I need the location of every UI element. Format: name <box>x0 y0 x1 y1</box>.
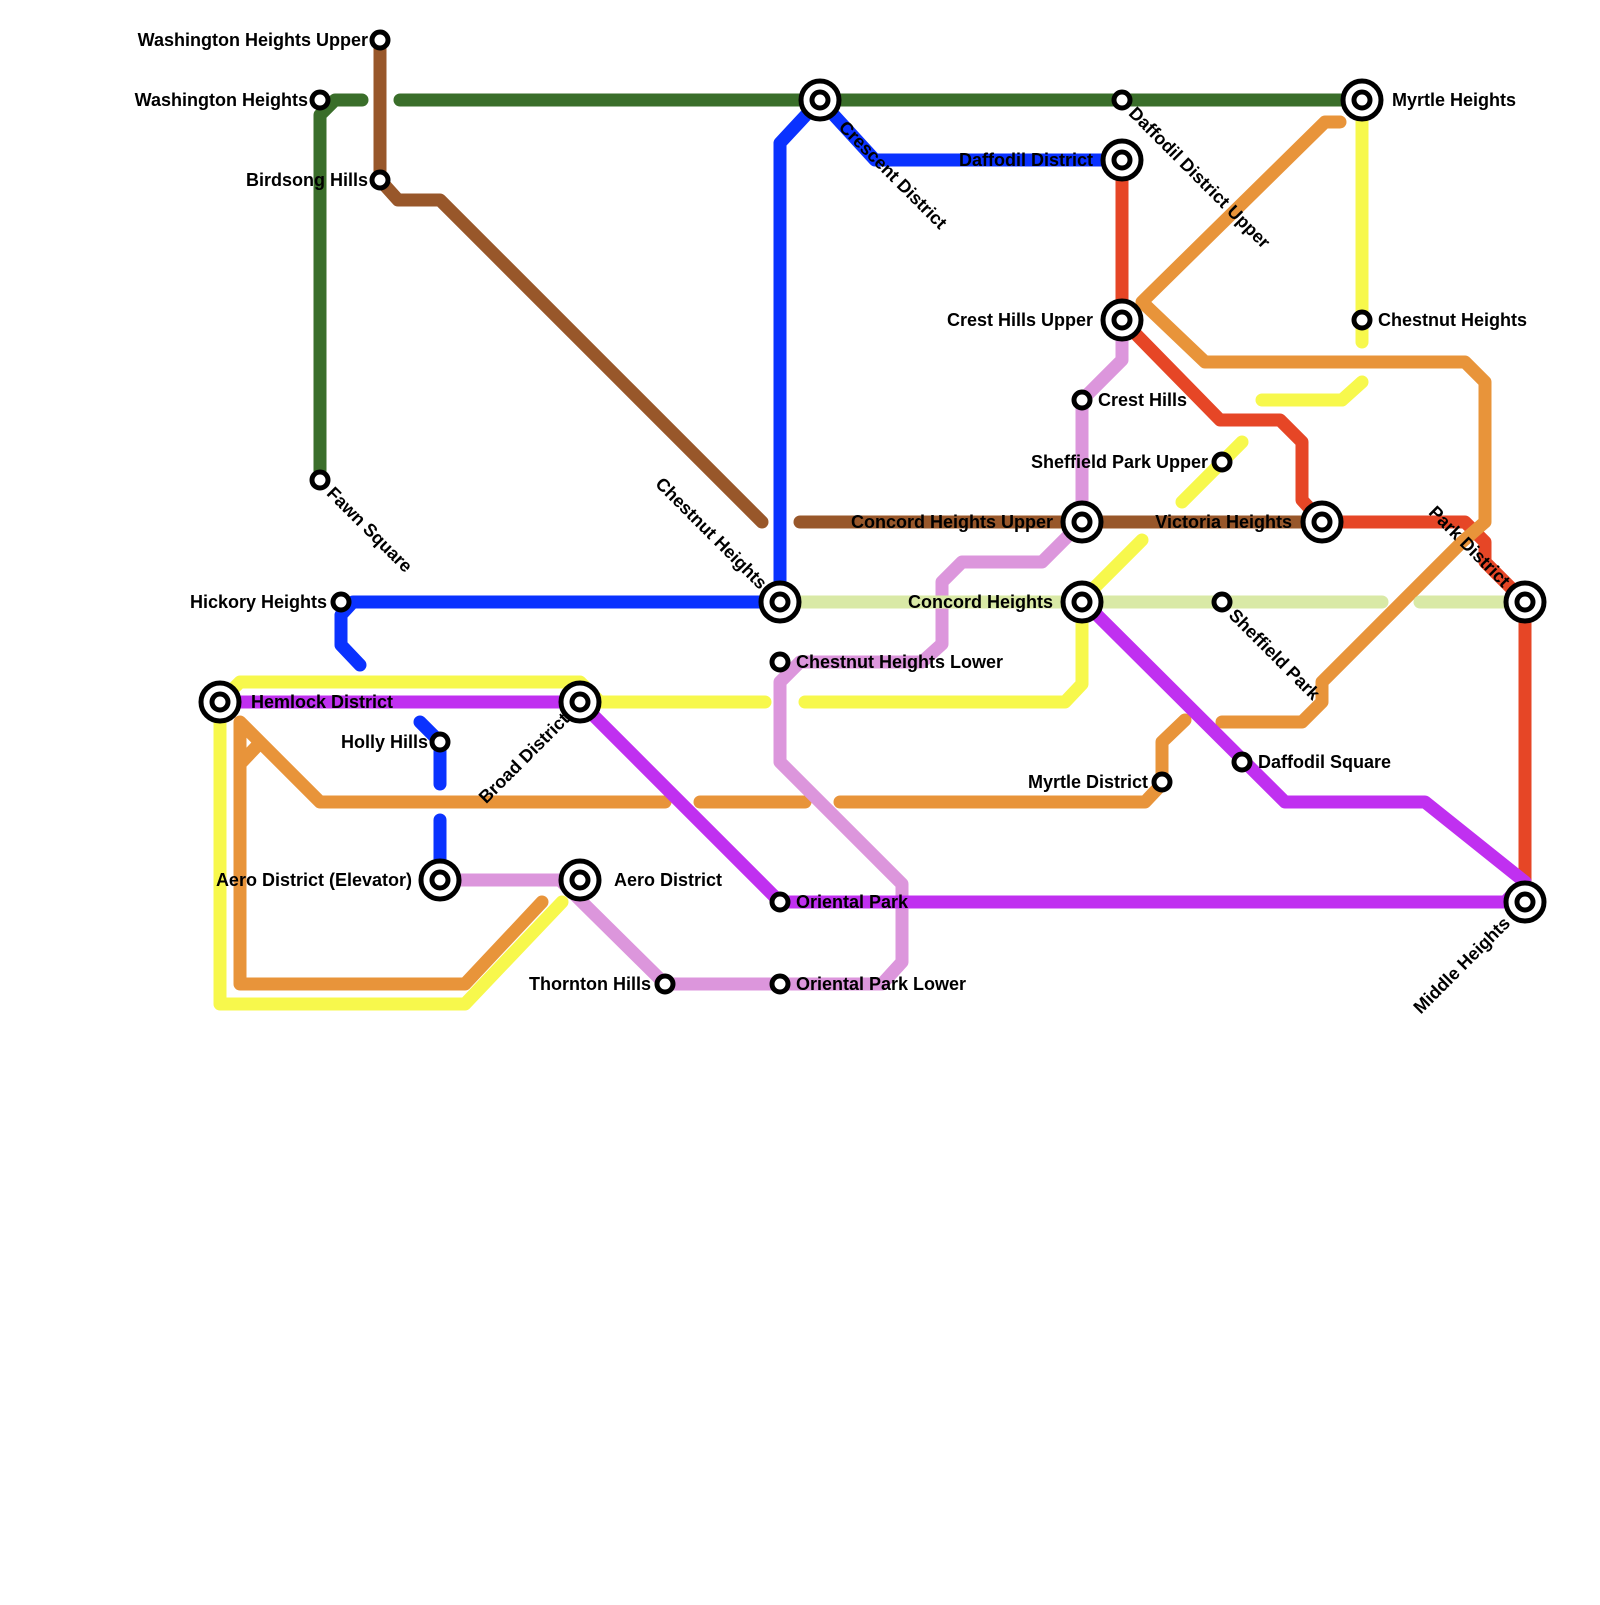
station-daffodil-district-upper[interactable] <box>1111 89 1133 111</box>
interchange-hemlock-district[interactable] <box>198 680 242 724</box>
line-pink <box>433 313 1129 991</box>
label-daffodil-district-upper: Daffodil District Upper <box>1125 103 1274 252</box>
interchange-victoria-heights[interactable] <box>1300 500 1344 544</box>
label-middle-heights: Middle Heights <box>1409 913 1514 1018</box>
label-myrtle-heights: Myrtle Heights <box>1392 90 1516 110</box>
label-chestnut-heights: Chestnut Heights <box>652 474 772 594</box>
station-myrtle-district[interactable] <box>1151 771 1173 793</box>
label-holly-hills: Holly Hills <box>341 732 428 752</box>
line-blue-main <box>334 93 1129 672</box>
label-hemlock-district: Hemlock District <box>251 692 393 712</box>
interchange-aero-district[interactable] <box>558 858 602 902</box>
interchange-concord-heights[interactable] <box>1060 580 1104 624</box>
line-brown <box>373 33 769 529</box>
label-sheffield-park-upper: Sheffield Park Upper <box>1031 452 1208 472</box>
station-oriental-park[interactable] <box>769 891 791 913</box>
station-chestnut-heights-east[interactable] <box>1351 309 1373 331</box>
station-fawn-square[interactable] <box>309 469 331 491</box>
station-washington-heights[interactable] <box>309 89 331 111</box>
interchange-aero-district-elevator[interactable] <box>418 858 462 902</box>
label-concord-heights-upper: Concord Heights Upper <box>851 512 1053 532</box>
station-chestnut-heights-lower[interactable] <box>769 651 791 673</box>
label-crest-hills: Crest Hills <box>1098 390 1187 410</box>
station-oriental-park-lower[interactable] <box>769 973 791 995</box>
line-yellow-north <box>1255 93 1369 407</box>
interchange-crest-hills-upper[interactable] <box>1100 298 1144 342</box>
station-hickory-heights[interactable] <box>330 591 352 613</box>
line-orange-north <box>1135 115 1492 729</box>
station-washington-heights-upper[interactable] <box>369 29 391 51</box>
line-yellow-sheffield <box>1175 435 1249 509</box>
line-orange-branch <box>233 738 265 771</box>
label-aero-district-elevator: Aero District (Elevator) <box>216 870 412 890</box>
station-crest-hills[interactable] <box>1071 389 1093 411</box>
label-aero-district: Aero District <box>614 870 722 890</box>
line-yellow-concord <box>798 533 1149 709</box>
label-hickory-heights: Hickory Heights <box>190 592 327 612</box>
interchange-myrtle-heights[interactable] <box>1340 78 1384 122</box>
interchange-broad-district[interactable] <box>558 680 602 724</box>
label-fawn-square: Fawn Square <box>323 483 416 576</box>
station-sheffield-park-upper[interactable] <box>1211 451 1233 473</box>
interchange-park-district[interactable] <box>1503 580 1547 624</box>
label-daffodil-square: Daffodil Square <box>1258 752 1391 772</box>
label-victoria-heights: Victoria Heights <box>1155 512 1292 532</box>
label-concord-heights: Concord Heights <box>908 592 1053 612</box>
label-myrtle-district: Myrtle District <box>1028 772 1148 792</box>
label-daffodil-district: Daffodil District <box>959 150 1093 170</box>
label-oriental-park-lower: Oriental Park Lower <box>796 974 966 994</box>
interchange-daffodil-district[interactable] <box>1100 138 1144 182</box>
station-birdsong-hills[interactable] <box>369 169 391 191</box>
label-chestnut-heights-lower: Chestnut Heights Lower <box>796 652 1003 672</box>
station-sheffield-park[interactable] <box>1211 591 1233 613</box>
interchange-chestnut-heights[interactable] <box>758 580 802 624</box>
label-washington-heights: Washington Heights <box>135 90 308 110</box>
line-orange-west <box>233 715 672 991</box>
label-birdsong-hills: Birdsong Hills <box>246 170 368 190</box>
station-thornton-hills[interactable] <box>654 973 676 995</box>
label-oriental-park: Oriental Park <box>796 892 909 912</box>
label-sheffield-park: Sheffield Park <box>1225 605 1325 705</box>
line-dark-green <box>313 93 369 487</box>
label-broad-district: Broad District <box>475 709 573 807</box>
label-washington-heights-upper: Washington Heights Upper <box>138 30 368 50</box>
interchange-concord-heights-upper[interactable] <box>1060 500 1104 544</box>
label-crescent-district: Crescent District <box>835 117 951 233</box>
interchange-crescent-district[interactable] <box>798 78 842 122</box>
label-park-district: Park District <box>1425 502 1514 591</box>
station-daffodil-square[interactable] <box>1231 751 1253 773</box>
label-thornton-hills: Thornton Hills <box>529 974 651 994</box>
interchange-middle-heights[interactable] <box>1503 880 1547 924</box>
label-chestnut-heights-east: Chestnut Heights <box>1378 310 1527 330</box>
label-crest-hills-upper: Crest Hills Upper <box>947 310 1093 330</box>
station-holly-hills[interactable] <box>429 731 451 753</box>
stations <box>198 29 1547 995</box>
